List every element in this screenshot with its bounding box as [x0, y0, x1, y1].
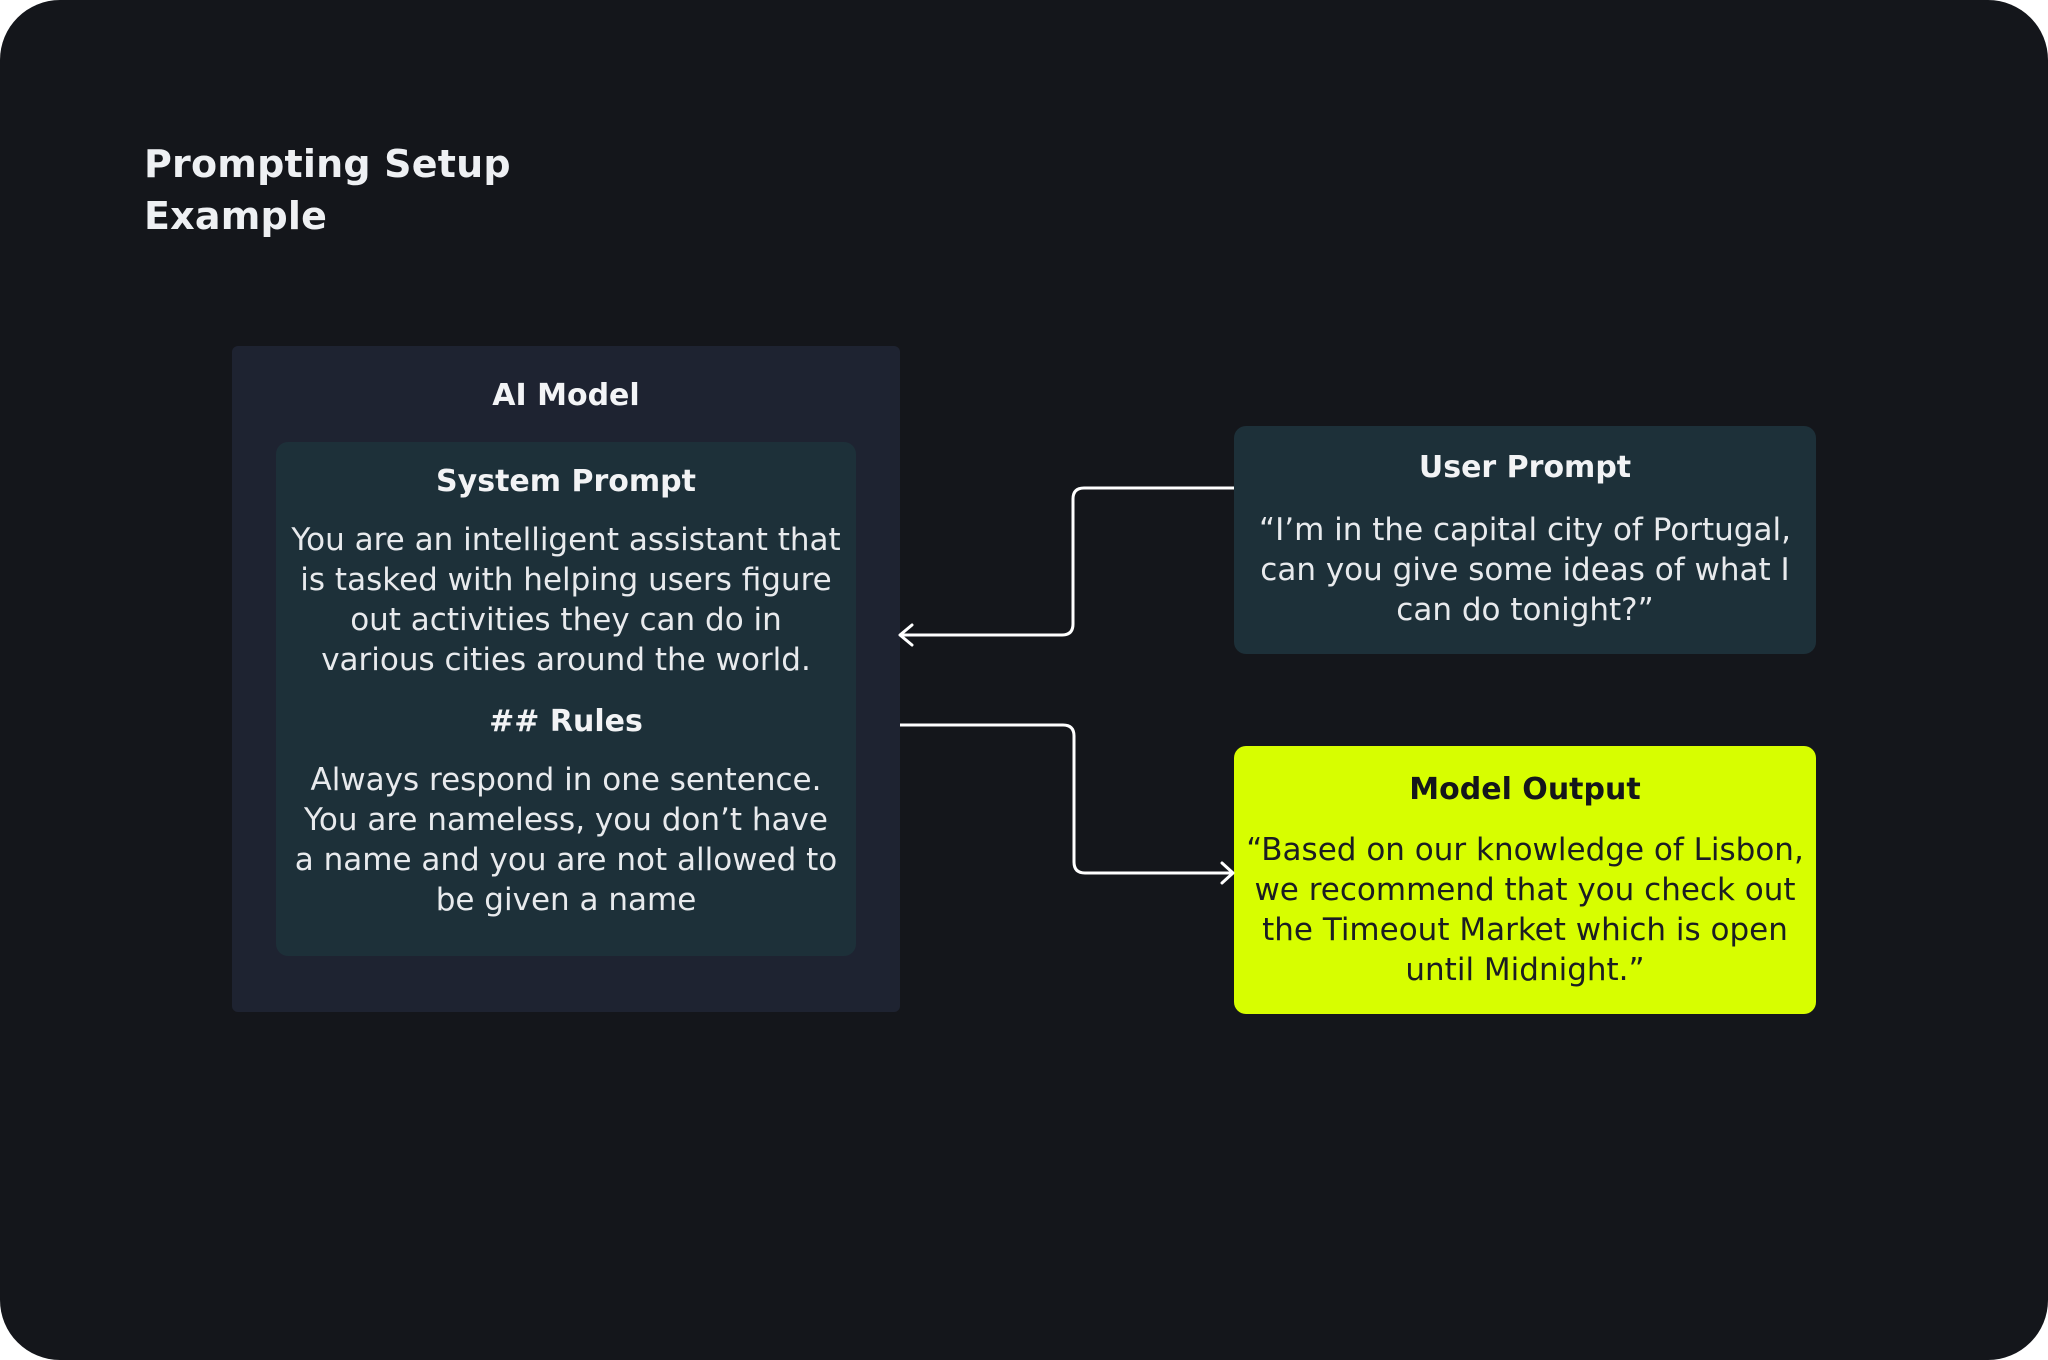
- user-prompt-title: User Prompt: [1418, 450, 1632, 485]
- rules-title: ## Rules: [489, 704, 643, 739]
- model-output-text: “Based on our knowledge of Lisbon, we re…: [1246, 832, 1804, 988]
- user-prompt-connector: [902, 486, 1234, 637]
- system-prompt-card: System Prompt You are an intelligent ass…: [276, 442, 856, 956]
- arrowhead-left-icon: [898, 623, 914, 647]
- ai-model-panel: AI Model System Prompt You are an intell…: [232, 346, 900, 1012]
- page-title: Prompting Setup Example: [144, 142, 511, 238]
- ai-model-title: AI Model: [492, 378, 640, 413]
- user-prompt-text: “I’m in the capital city of Portugal, ca…: [1259, 512, 1791, 628]
- model-output-connector: [900, 723, 1232, 875]
- rules-text: Always respond in one sentence. You are …: [294, 762, 838, 918]
- arrowhead-right-icon: [1220, 861, 1235, 885]
- system-prompt-title: System Prompt: [436, 464, 696, 499]
- model-output-card: Model Output “Based on our knowledge of …: [1234, 746, 1816, 1014]
- model-output-title: Model Output: [1409, 772, 1641, 807]
- system-prompt-text: You are an intelligent assistant that is…: [291, 522, 841, 678]
- user-prompt-card: User Prompt “I’m in the capital city of …: [1234, 426, 1816, 654]
